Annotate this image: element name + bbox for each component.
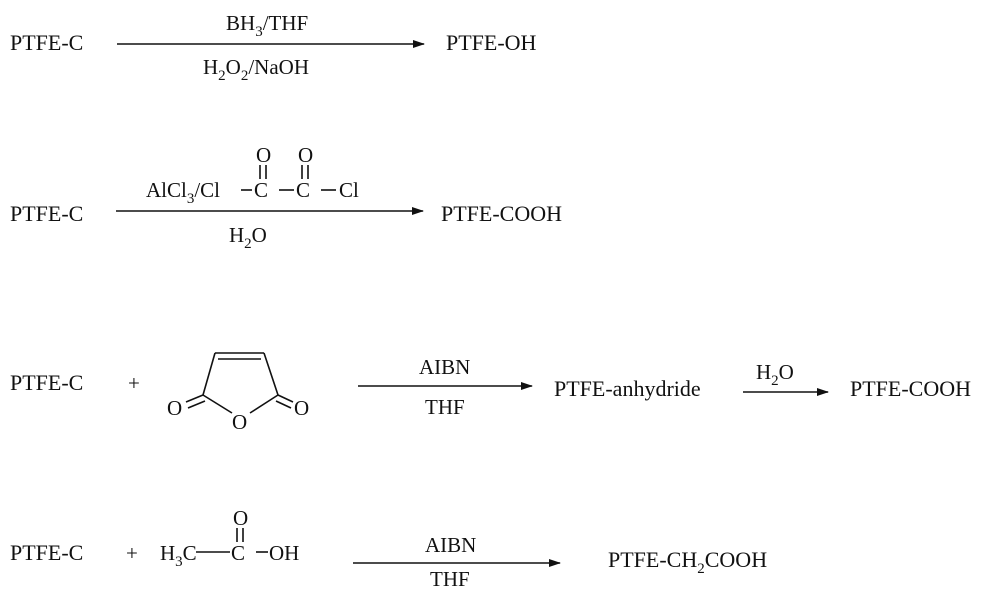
product-1: PTFE-OH	[446, 30, 537, 55]
anhydride-oxygen-left: O	[167, 396, 182, 420]
ring-bond-bottom-left	[202, 394, 233, 414]
ring-bond-bottom-right	[249, 394, 279, 414]
reaction-2: PTFE-C AlCl3/Cl C C Cl O O H2O PTFE-COOH	[10, 143, 562, 252]
plus-3: +	[128, 371, 140, 395]
reagent-above-3: AIBN	[419, 355, 470, 379]
anhydride-oxygen-right: O	[294, 396, 309, 420]
reagent-above-1: BH3/THF	[226, 11, 308, 40]
reaction-4: PTFE-C + H3C C OH O AIBN THF PTFE-CH2COO…	[10, 506, 767, 589]
product-4: PTFE-CH2COOH	[608, 547, 767, 577]
reagent-below-1: H2O2/NaOH	[203, 55, 309, 84]
plus-4: +	[126, 541, 138, 565]
reactant-4: PTFE-C	[10, 540, 83, 565]
ring-bond-right	[263, 352, 279, 396]
carbonyl-carbon-2: C	[296, 178, 310, 202]
carbonyl-carbon-1: C	[254, 178, 268, 202]
hydroxyl: OH	[269, 541, 299, 565]
reagent-below-4: THF	[430, 567, 470, 589]
reactant-2: PTFE-C	[10, 201, 83, 226]
exo-bond-left-b	[187, 400, 206, 409]
reagent-alcl3: AlCl3/Cl	[146, 178, 220, 207]
carbonyl-oxygen: O	[233, 506, 248, 530]
exo-bond-right-b	[275, 400, 292, 409]
acetic-acid-structure: H3C C OH O	[160, 506, 299, 570]
reagent-above-4: AIBN	[425, 533, 476, 557]
reaction-3: PTFE-C + O O O AIBN THF PTFE-anhydride H…	[10, 352, 971, 434]
reaction-1: PTFE-C BH3/THF H2O2/NaOH PTFE-OH	[10, 11, 537, 84]
anhydride-oxygen-ring: O	[232, 410, 247, 434]
reactant-1: PTFE-C	[10, 30, 83, 55]
chlorine-right: Cl	[339, 178, 359, 202]
oxygen-2: O	[298, 143, 313, 167]
maleic-anhydride-structure: O O O	[167, 352, 309, 434]
reagent-above-3b: H2O	[756, 360, 794, 389]
exo-bond-left-a	[185, 394, 204, 403]
carboxyl-carbon: C	[231, 541, 245, 565]
product-3: PTFE-COOH	[850, 376, 971, 401]
methyl-group: H3C	[160, 541, 197, 570]
exo-bond-right-a	[277, 394, 294, 403]
reagent-below-3: THF	[425, 395, 465, 419]
reactant-3: PTFE-C	[10, 370, 83, 395]
oxygen-1: O	[256, 143, 271, 167]
reagent-below-2: H2O	[229, 223, 267, 252]
ring-bond-left	[202, 352, 216, 396]
intermediate-3: PTFE-anhydride	[554, 376, 701, 401]
product-2: PTFE-COOH	[441, 201, 562, 226]
